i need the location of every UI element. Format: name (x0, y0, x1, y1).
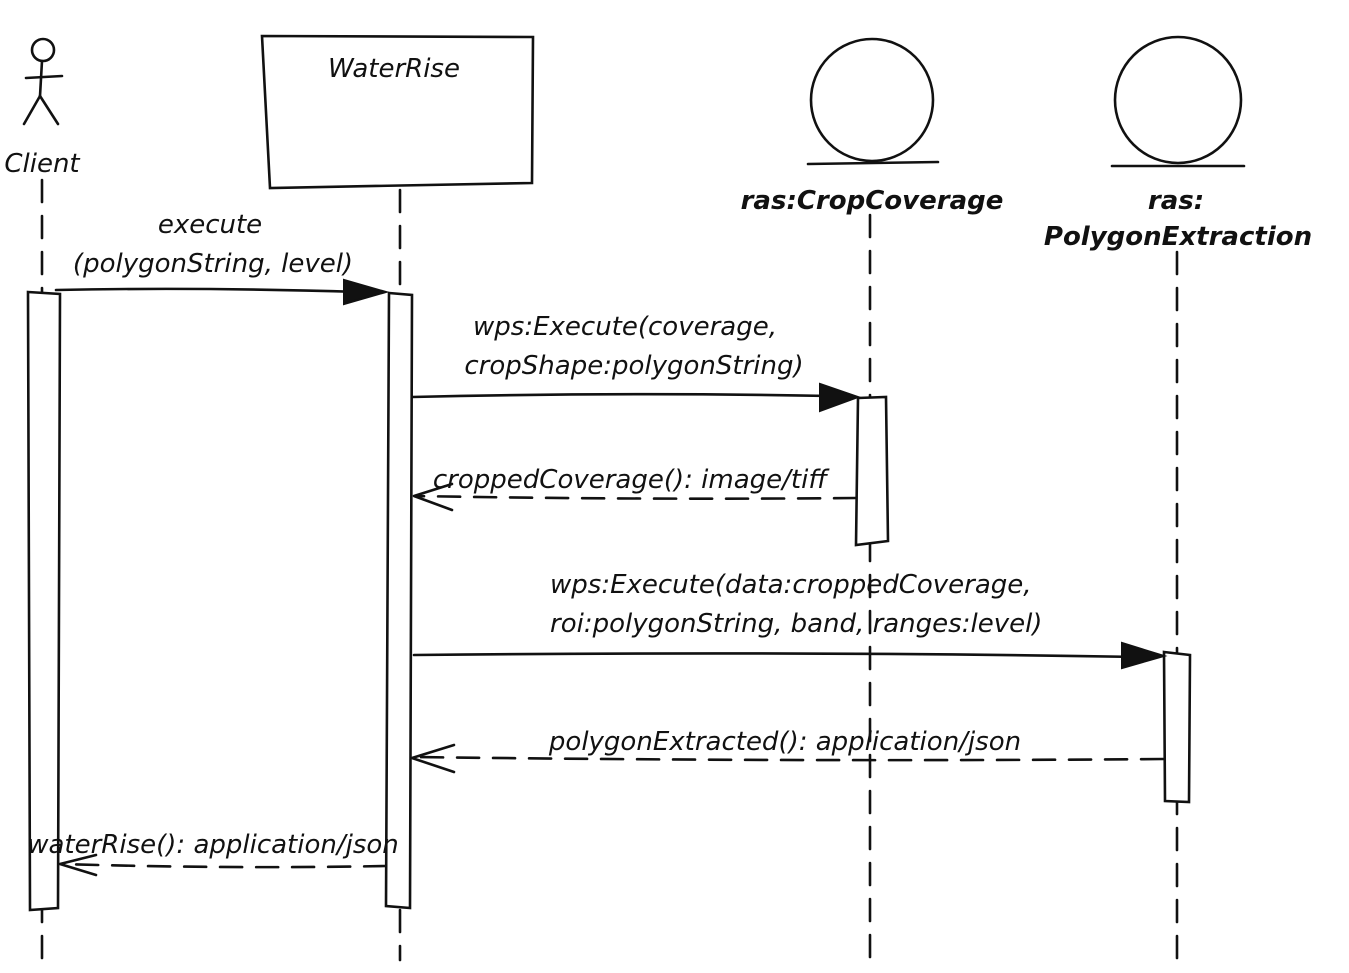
message-croppedcoverage-return-line (414, 494, 858, 500)
waterrise-label: WaterRise (328, 54, 460, 84)
message-wps-execute-coverage-arrow (410, 392, 832, 399)
message-croppedcoverage-label: croppedCoverage(): image/tiff (433, 465, 830, 495)
message-wps-execute-data-label-line2: roi:polygonString, band, ranges:level) (550, 609, 1042, 639)
message-wps-execute-coverage-label-line1: wps:Execute(coverage, (473, 312, 777, 342)
activation-polygonextraction (1162, 650, 1192, 804)
message-polygonextracted-return-arrowhead (410, 743, 456, 774)
client-label: Client (4, 149, 80, 179)
message-wps-execute-coverage-label-line2: cropShape:polygonString) (464, 351, 803, 381)
activation-waterrise (384, 291, 414, 910)
message-wps-execute-data-label-line1: wps:Execute(data:croppedCoverage, (550, 570, 1032, 600)
message-execute-arrowhead (343, 278, 390, 306)
message-polygonextracted-return-line (412, 755, 1165, 762)
message-wps-execute-data-arrow (412, 652, 1142, 659)
message-wps-execute-data-arrowhead (1121, 641, 1168, 670)
message-polygonextracted-label: polygonExtracted(): application/json (548, 727, 1021, 757)
message-waterrise-label: waterRise(): application/json (27, 830, 399, 860)
activation-cropcoverage (854, 395, 890, 547)
message-wps-execute-coverage-arrowhead (819, 382, 861, 413)
waterrise-box (260, 34, 535, 190)
message-waterrise-return-line (60, 862, 388, 869)
cropcoverage-entity-icon (806, 37, 940, 166)
polygonextraction-label-line2: PolygonExtraction (1044, 222, 1312, 252)
message-waterrise-return-arrowhead (58, 853, 98, 877)
message-execute-label-line2: (polygonString, level) (73, 249, 353, 279)
actor-client-icon (22, 37, 64, 126)
cropcoverage-label: ras:CropCoverage (741, 186, 1004, 216)
polygonextraction-label-line1: ras: (1148, 186, 1204, 216)
message-execute-arrow (54, 287, 362, 294)
activation-client (26, 290, 62, 912)
message-croppedcoverage-return-arrowhead (412, 482, 454, 512)
polygonextraction-entity-icon (1110, 35, 1246, 168)
message-execute-label-line1: execute (158, 210, 262, 240)
